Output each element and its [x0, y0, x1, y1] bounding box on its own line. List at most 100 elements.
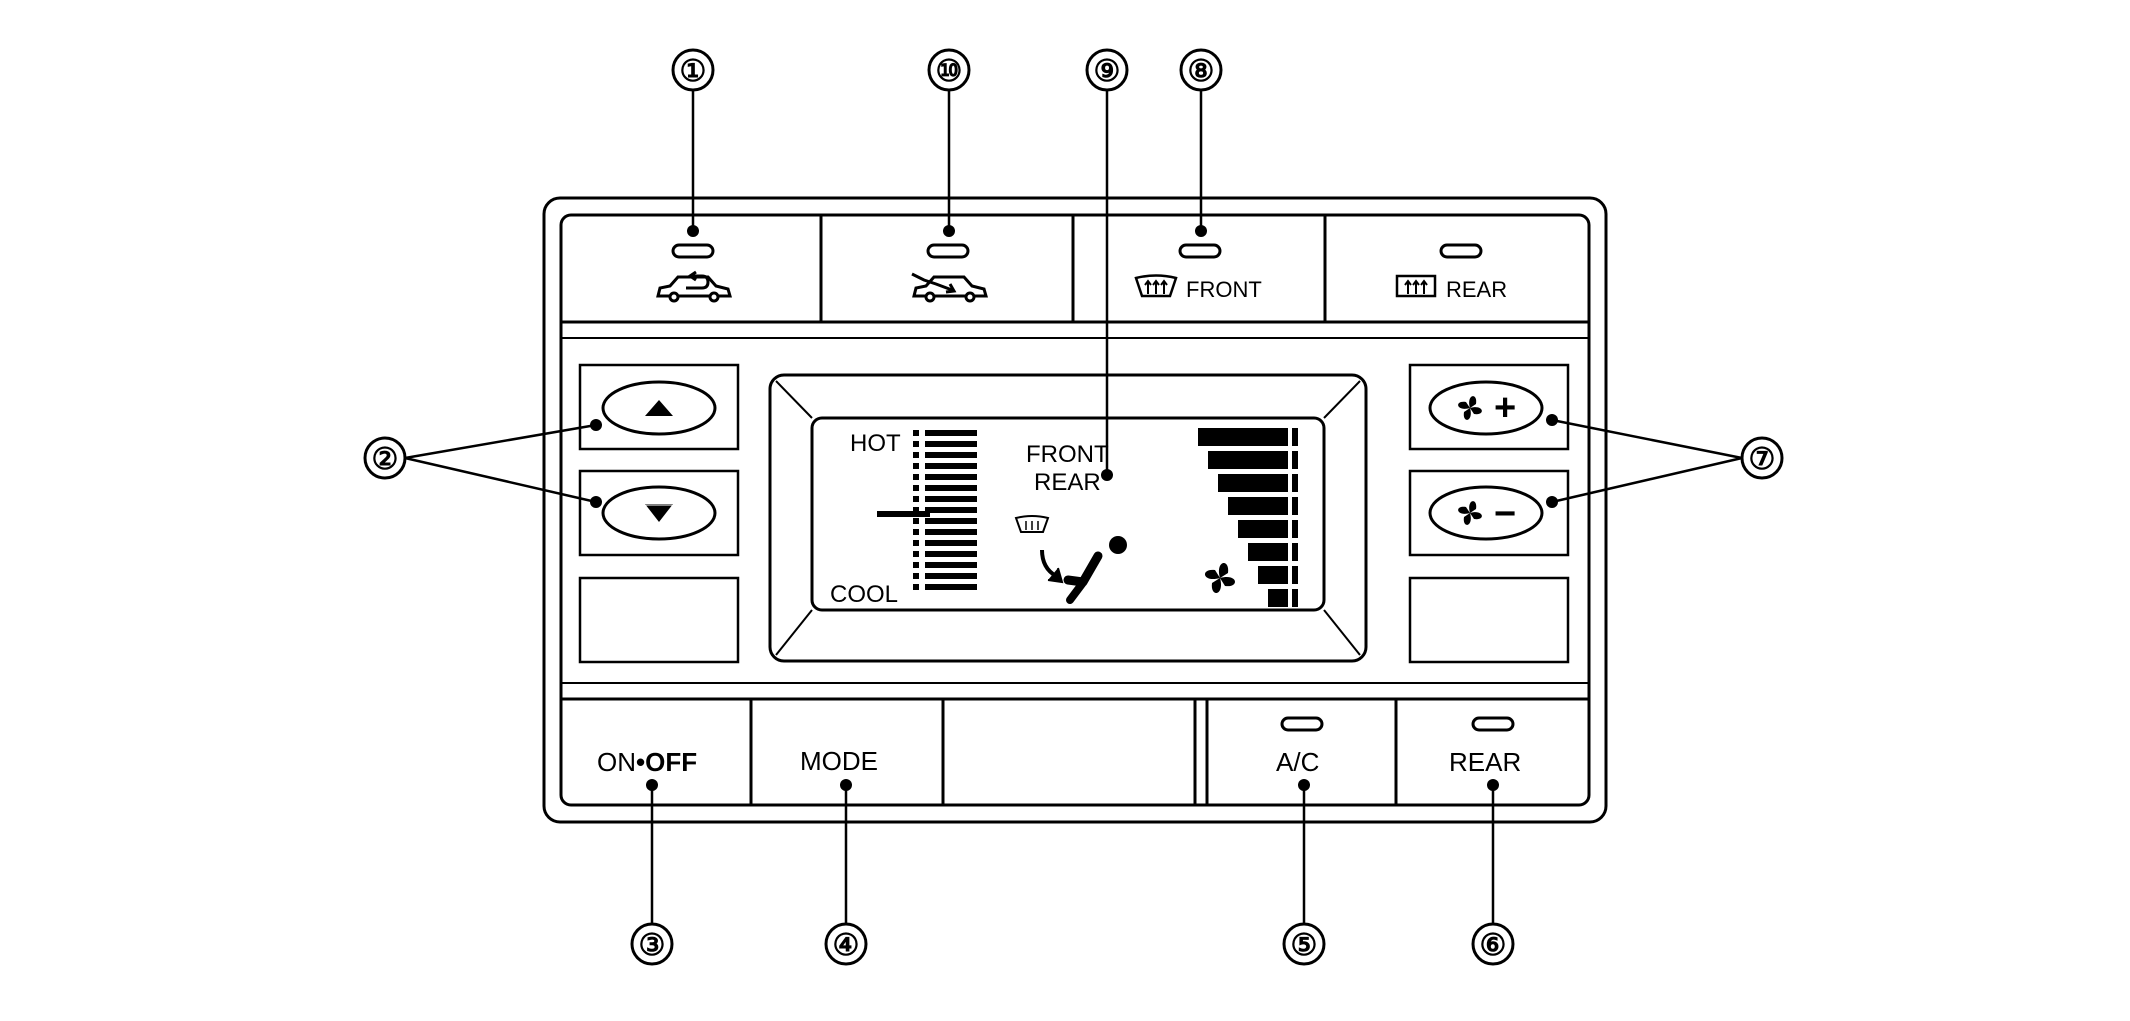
on-off-button[interactable]: ON•OFF	[561, 699, 751, 805]
rear-defroster-indicator-led	[1439, 243, 1483, 259]
callout-dot	[1101, 469, 1113, 481]
fan-speed-bar	[1238, 520, 1288, 538]
temperature-scale-tick	[913, 507, 919, 513]
temperature-scale-tick	[913, 573, 919, 579]
front-defroster-button[interactable]: FRONT	[1073, 215, 1325, 322]
airflow-arrow-icon	[1040, 549, 1058, 578]
temperature-scale-tick	[913, 463, 919, 469]
display-front-label: FRONT	[1026, 441, 1109, 468]
callout-number: ①	[680, 55, 707, 88]
rear-defroster-button[interactable]: REAR	[1325, 215, 1589, 322]
callout-dot	[840, 779, 852, 791]
rear-climate-label: REAR	[1449, 747, 1521, 777]
fan-speed-tick	[1292, 451, 1298, 469]
rear-indicator-led	[1471, 716, 1515, 732]
rear-climate-button[interactable]: REAR	[1396, 699, 1589, 805]
ac-label: A/C	[1276, 747, 1319, 777]
front-defroster-indicator-led	[1178, 243, 1222, 259]
fresh-air-car-icon	[911, 272, 988, 303]
rear-defroster-icon	[1395, 274, 1437, 298]
temperature-scale-bar	[925, 584, 977, 590]
temperature-scale-tick	[913, 496, 919, 502]
callout-dot	[687, 225, 699, 237]
temperature-scale-tick	[913, 562, 919, 568]
temperature-scale-bar	[925, 474, 977, 480]
temperature-scale-bar	[925, 551, 977, 557]
callout-leader-line	[1551, 456, 1743, 504]
fresh-air-button[interactable]	[821, 215, 1073, 322]
callout-dot	[1546, 414, 1558, 426]
fan-plus-sign: +	[1494, 387, 1516, 429]
temperature-scale-tick	[913, 474, 919, 480]
callout-dot	[590, 496, 602, 508]
front-defroster-icon	[1134, 274, 1178, 298]
callout-leader-line	[1551, 418, 1743, 460]
triangle-up-icon	[645, 400, 673, 416]
fan-speed-bar	[1218, 474, 1288, 492]
display-fan-icon	[1204, 562, 1236, 594]
blank-button-bottom[interactable]	[943, 699, 1195, 805]
fan-speed-bar	[1258, 566, 1288, 584]
mode-label: MODE	[800, 746, 878, 776]
temperature-scale-bar	[925, 463, 977, 469]
cool-label: COOL	[830, 581, 898, 608]
display-rear-label: REAR	[1034, 469, 1101, 496]
fan-speed-tick	[1292, 543, 1298, 561]
callout-number: ②	[372, 443, 399, 476]
fan-speed-down-button[interactable]: −	[1408, 469, 1570, 557]
triangle-down-icon	[645, 504, 673, 522]
recirculation-car-icon	[656, 270, 732, 303]
callout-dot	[1487, 779, 1499, 791]
panel-outer-frame	[542, 196, 1608, 824]
callout-dot	[646, 779, 658, 791]
callout-number: ⑥	[1480, 929, 1507, 962]
fan-speed-bar	[1248, 543, 1288, 561]
fresh-air-indicator-led	[926, 243, 970, 259]
fan-speed-tick	[1292, 566, 1298, 584]
temperature-scale-bar	[925, 485, 977, 491]
ac-indicator-led	[1280, 716, 1324, 732]
callout-leader-line	[404, 423, 597, 460]
rear-defroster-label: REAR	[1446, 277, 1507, 302]
callout-number: ⑧	[1188, 55, 1215, 88]
temperature-scale-bar	[925, 518, 977, 524]
blank-button-right[interactable]	[1408, 576, 1570, 664]
temperature-scale-tick	[913, 452, 919, 458]
temperature-scale-tick	[913, 584, 919, 590]
callout-number: ④	[833, 929, 860, 962]
callout-number: ⑤	[1291, 929, 1318, 962]
fan-speed-tick	[1292, 497, 1298, 515]
temperature-scale-bar	[925, 529, 977, 535]
blank-button-left[interactable]	[578, 576, 740, 664]
temperature-scale-tick	[913, 485, 919, 491]
temperature-scale	[913, 430, 977, 590]
hot-label: HOT	[850, 430, 901, 457]
temperature-scale-tick	[913, 441, 919, 447]
fan-speed-tick	[1292, 474, 1298, 492]
callout-dot	[1546, 496, 1558, 508]
temperature-scale-bar	[925, 452, 977, 458]
fan-speed-tick	[1292, 589, 1298, 607]
seated-occupant-airflow-icon	[1063, 536, 1127, 604]
mode-button[interactable]: MODE	[751, 699, 943, 805]
temperature-down-button[interactable]	[578, 469, 740, 557]
temperature-scale-bar	[925, 496, 977, 502]
fan-speed-up-button[interactable]: +	[1408, 363, 1570, 451]
callout-dot	[1195, 225, 1207, 237]
fan-speed-bar	[1198, 428, 1288, 446]
fan-speed-tick	[1292, 428, 1298, 446]
display-defroster-icon	[1014, 515, 1050, 533]
callout-dot	[1298, 779, 1310, 791]
callout-number: ⑩	[936, 55, 963, 88]
temperature-scale-bar	[925, 540, 977, 546]
temperature-scale-bar	[925, 507, 977, 513]
temperature-scale-tick	[913, 540, 919, 546]
panel-inner-frame	[559, 213, 1591, 807]
temperature-scale-bar	[925, 562, 977, 568]
ac-button[interactable]: A/C	[1207, 699, 1396, 805]
temperature-up-button[interactable]	[578, 363, 740, 451]
on-off-label: ON•OFF	[597, 747, 697, 777]
temperature-scale-bar	[925, 573, 977, 579]
recirculation-button[interactable]	[561, 215, 821, 322]
